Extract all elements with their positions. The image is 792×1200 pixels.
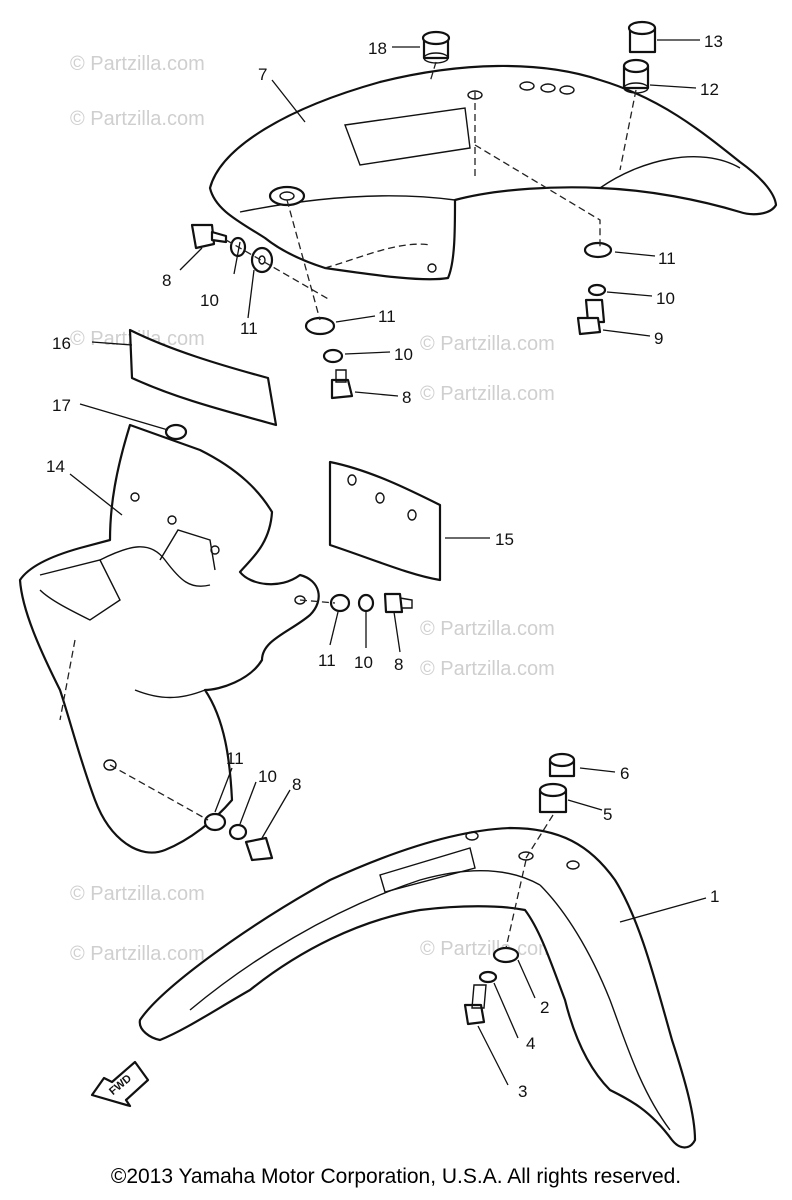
front-fender-hardware xyxy=(463,752,576,1026)
callout-10-rear-left: 10 xyxy=(200,291,219,310)
callout-6: 6 xyxy=(620,764,629,783)
callout-7: 7 xyxy=(258,65,267,84)
callout-2: 2 xyxy=(540,998,549,1017)
callout-8-rear-left: 8 xyxy=(162,271,171,290)
front-fender xyxy=(138,826,697,1149)
copyright-notice: ©2013 Yamaha Motor Corporation, U.S.A. A… xyxy=(110,1165,682,1188)
callout-8-rear-center: 8 xyxy=(402,388,411,407)
callout-11-rear-right: 11 xyxy=(658,249,676,268)
callout-17: 17 xyxy=(52,396,71,415)
watermark: © Partzilla.com xyxy=(420,618,555,640)
callout-13: 13 xyxy=(704,32,723,51)
headlight-bracket xyxy=(18,328,442,862)
callout-8-lower: 8 xyxy=(292,775,301,794)
watermark: © Partzilla.com xyxy=(420,383,555,405)
callout-11-bracket: 11 xyxy=(318,651,336,670)
callout-11-rear-left: 11 xyxy=(240,319,258,338)
leader-lines xyxy=(69,39,707,1086)
callout-18: 18 xyxy=(368,39,387,58)
callout-10-rear-right: 10 xyxy=(656,289,675,308)
callout-11-rear-center: 11 xyxy=(378,307,396,326)
callout-10-bracket: 10 xyxy=(354,653,373,672)
callout-5: 5 xyxy=(603,805,612,824)
watermark: © Partzilla.com xyxy=(420,658,555,680)
callout-1: 1 xyxy=(710,887,719,906)
callout-11-lower: 11 xyxy=(226,749,244,768)
watermark: © Partzilla.com xyxy=(420,938,555,960)
callout-8-bracket: 8 xyxy=(394,655,403,674)
callout-9: 9 xyxy=(654,329,663,348)
callout-10-lower: 10 xyxy=(258,767,277,786)
watermark: © Partzilla.com xyxy=(70,53,205,75)
callout-15: 15 xyxy=(495,530,514,549)
watermark: © Partzilla.com xyxy=(70,883,205,905)
parts-diagram: © Partzilla.com © Partzilla.com © Partzi… xyxy=(18,20,778,1149)
callout-numbers: 18 13 12 7 11 10 9 11 10 8 8 10 11 16 17… xyxy=(46,32,723,1101)
rear-fender xyxy=(208,64,778,281)
watermark: © Partzilla.com xyxy=(70,108,205,130)
callout-16: 16 xyxy=(52,334,71,353)
callout-14: 14 xyxy=(46,457,65,476)
watermark: © Partzilla.com xyxy=(70,943,205,965)
callout-10-rear-center: 10 xyxy=(394,345,413,364)
fwd-arrow: FWD xyxy=(90,1060,150,1108)
callout-3: 3 xyxy=(518,1082,527,1101)
callout-4: 4 xyxy=(526,1034,535,1053)
watermark: © Partzilla.com xyxy=(420,333,555,355)
callout-12: 12 xyxy=(700,80,719,99)
rear-fender-hardware xyxy=(190,20,657,400)
